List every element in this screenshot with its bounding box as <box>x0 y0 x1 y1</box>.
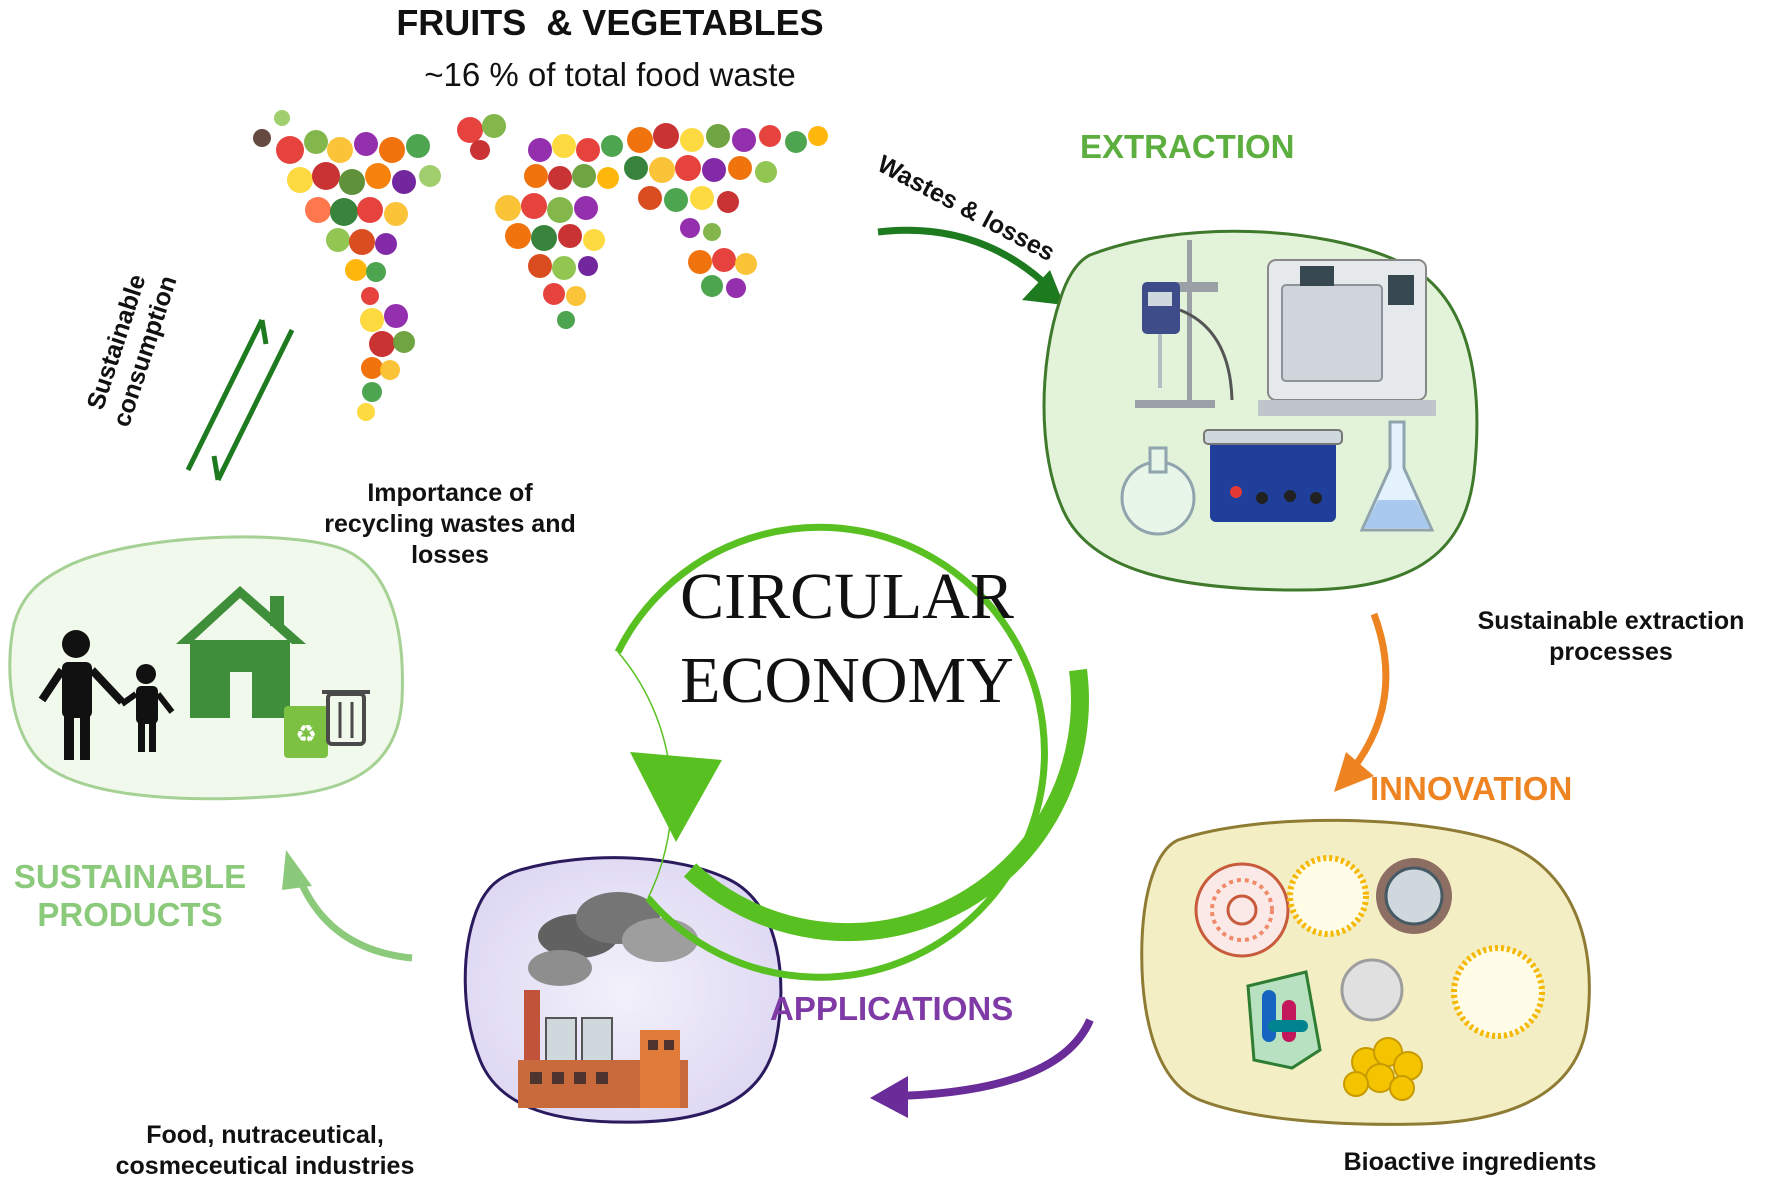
sustainable-products-line1: SUSTAINABLE <box>13 858 247 895</box>
importance-line1: Importance of <box>367 479 533 507</box>
stage-extraction-label: EXTRACTION <box>1080 128 1295 165</box>
bioactive-carriers-icon <box>1194 855 1545 1101</box>
sustainable-extraction-arrow <box>1334 612 1390 792</box>
diagram-subtitle: ~16 % of total food waste <box>424 56 796 93</box>
sustainable-extraction-line1: Sustainable extraction <box>1477 607 1745 635</box>
industries-caption: Food, nutraceutical, cosmeceutical indus… <box>80 1120 450 1182</box>
stage-innovation-label: INNOVATION <box>1370 770 1573 807</box>
wastes-losses-arrow <box>877 226 1064 305</box>
industries-line2: cosmeceutical industries <box>115 1152 415 1180</box>
fruit-world-map-image <box>253 110 828 421</box>
industries-line1: Food, nutraceutical, <box>146 1121 384 1149</box>
sustainable-products-line2: PRODUCTS <box>37 896 223 933</box>
equilibrium-arrows-icon <box>185 318 295 482</box>
circular-cycle-arrow <box>614 523 1089 981</box>
sustainable-extraction-caption: Sustainable extraction processes <box>1448 606 1772 668</box>
importance-line2: recycling wastes and <box>324 510 576 538</box>
factory-icon <box>518 892 698 1108</box>
bioactive-caption: Bioactive ingredients <box>1343 1148 1597 1176</box>
importance-caption: Importance of recycling wastes and losse… <box>310 478 590 571</box>
applications-blob <box>463 856 783 1124</box>
diagram-title: FRUITS & VEGETABLES <box>396 2 824 43</box>
importance-line3: losses <box>411 541 489 569</box>
lab-equipment-icon <box>1120 240 1436 536</box>
stage-applications-label: APPLICATIONS <box>770 990 1014 1027</box>
center-label-line2: ECONOMY <box>680 644 1014 717</box>
sustainable-extraction-line2: processes <box>1549 638 1673 666</box>
svg-text:♻: ♻ <box>295 720 317 748</box>
stage-sustainable-products-label: SUSTAINABLE PRODUCTS <box>10 858 250 934</box>
family-house-recycling-icon: ♻ <box>38 586 370 760</box>
sustainable-products-arrow <box>282 850 413 962</box>
applications-arrow <box>870 1018 1094 1118</box>
center-label-line1: CIRCULAR <box>680 560 1014 633</box>
center-label: CIRCULAR ECONOMY <box>602 555 1092 723</box>
